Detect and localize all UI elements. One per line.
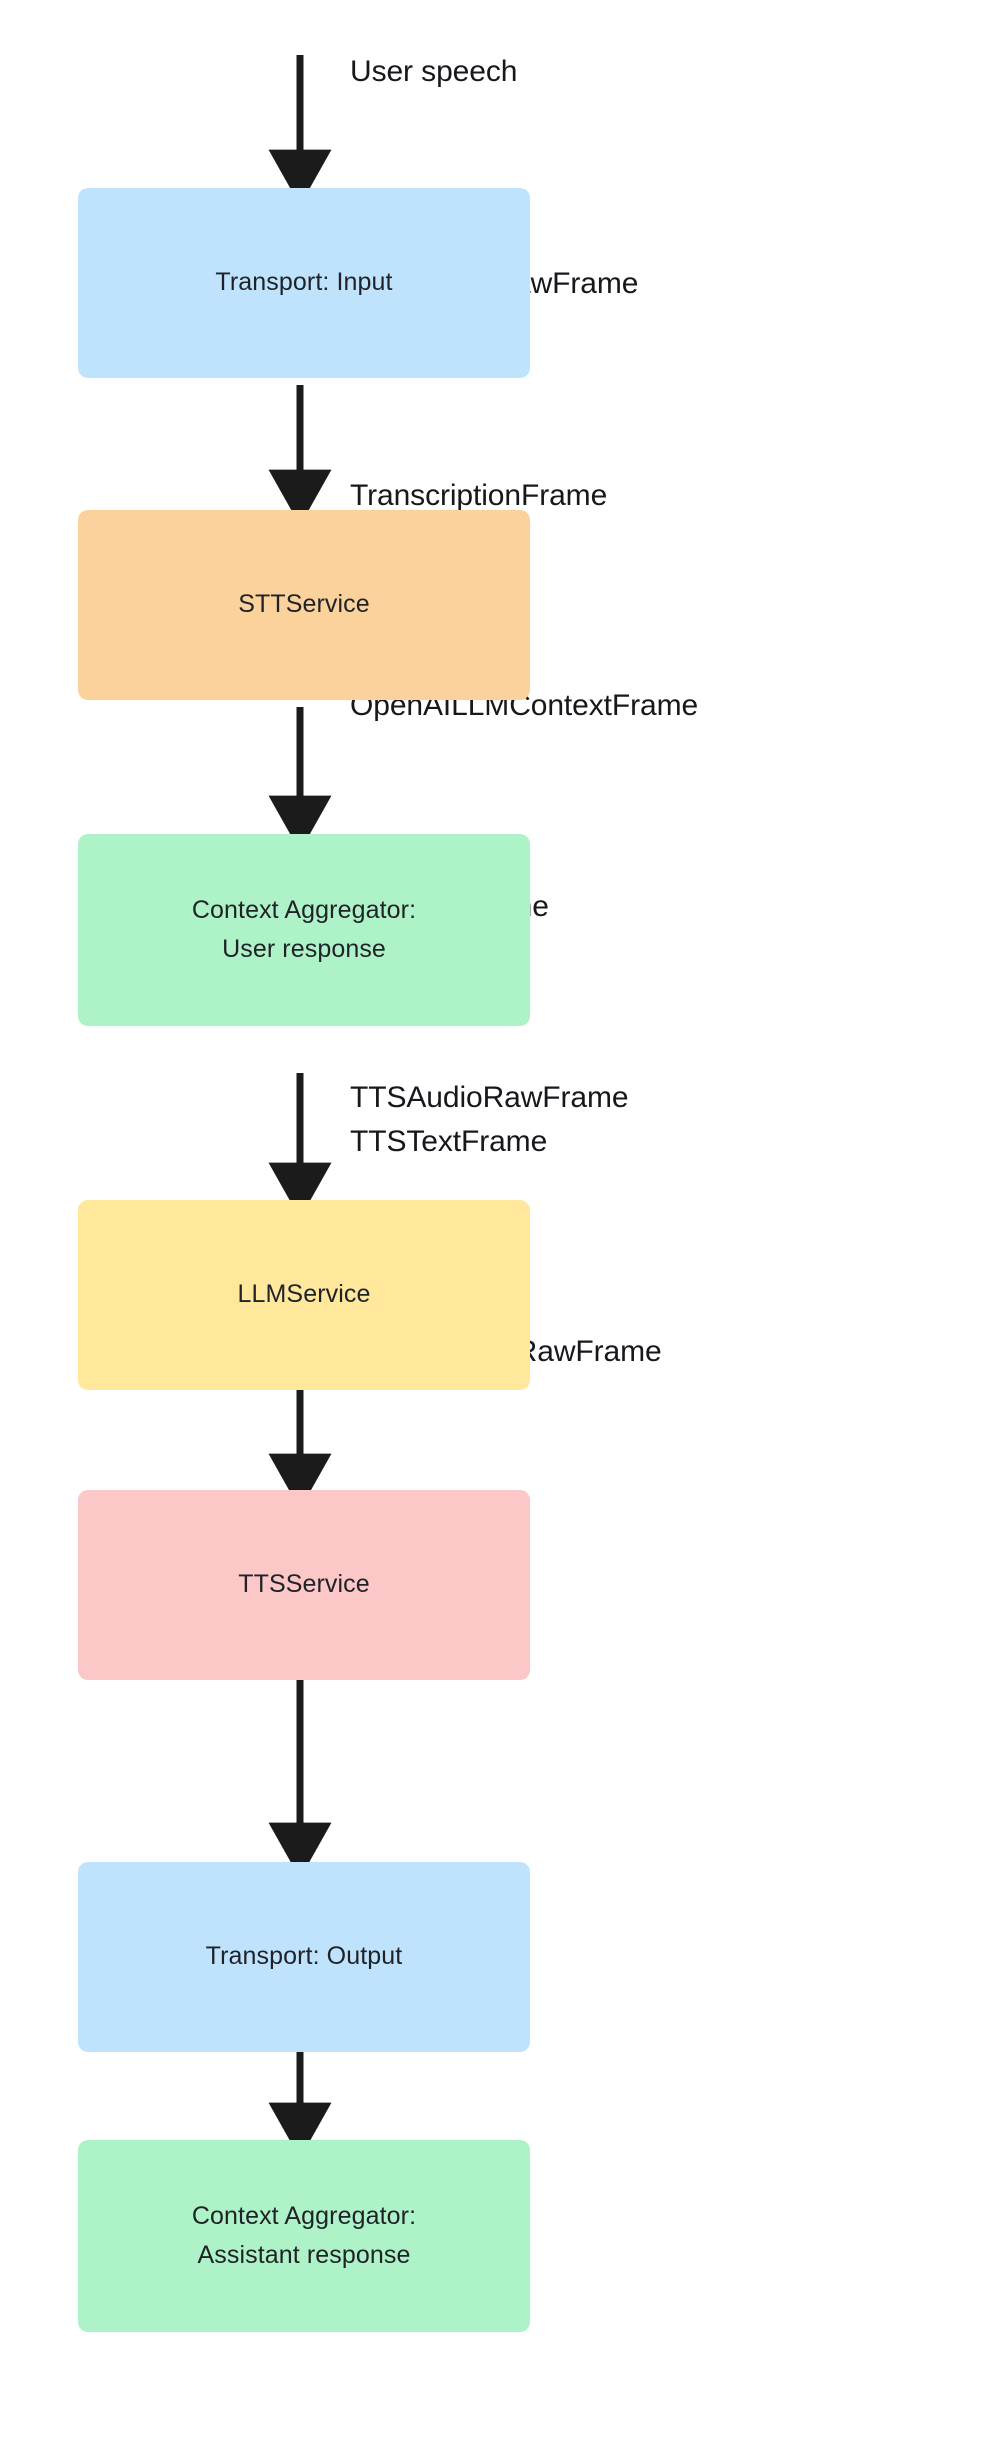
- node-tts-service[interactable]: TTSService: [78, 1490, 530, 1680]
- node-context-aggregator-user[interactable]: Context Aggregator: User response: [78, 834, 530, 1026]
- node-context-aggregator-assistant-label-line1: Context Aggregator:: [191, 2202, 417, 2231]
- edge-label-tts-text-frame: TTSTextFrame: [350, 1124, 548, 1158]
- node-context-aggregator-user-label-line1: Context Aggregator:: [191, 896, 417, 925]
- node-llm-service-label: LLMService: [237, 1280, 371, 1309]
- node-context-aggregator-user-label-line2: User response: [222, 935, 386, 963]
- edge-label-tts-audio-raw-frame: TTSAudioRawFrame: [350, 1081, 629, 1114]
- edge-label-transcription-frame: TranscriptionFrame: [350, 479, 608, 512]
- node-context-aggregator-assistant[interactable]: Context Aggregator: Assistant response: [78, 2140, 530, 2332]
- node-stt-service-label: STTService: [238, 590, 370, 619]
- node-transport-input-label: Transport: Input: [215, 268, 393, 297]
- edge-label-user-speech: User speech: [350, 55, 518, 88]
- node-stt-service[interactable]: STTService: [78, 510, 530, 700]
- node-llm-service[interactable]: LLMService: [78, 1200, 530, 1390]
- node-transport-input[interactable]: Transport: Input: [78, 188, 530, 378]
- node-transport-output[interactable]: Transport: Output: [78, 1862, 530, 2052]
- edge-label-tts-frames: TTSAudioRawFrame TTSTextFrame: [350, 1076, 629, 1163]
- node-context-aggregator-assistant-label-line2: Assistant response: [197, 2241, 411, 2269]
- node-tts-service-label: TTSService: [238, 1570, 370, 1599]
- node-transport-output-label: Transport: Output: [205, 1942, 403, 1971]
